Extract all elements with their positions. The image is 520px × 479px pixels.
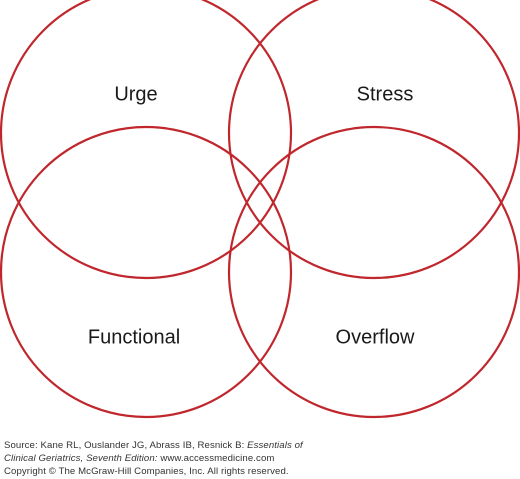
overflow-circle xyxy=(227,125,520,419)
citation-title-part-2: Clinical Geriatrics, Seventh Edition: xyxy=(4,453,161,464)
citation-line-2: Clinical Geriatrics, Seventh Edition: ww… xyxy=(4,452,516,465)
venn-diagram: Urge Stress Functional Overflow xyxy=(0,0,520,419)
stress-label: Stress xyxy=(357,83,414,105)
stress-circle xyxy=(227,0,520,280)
source-citation: Source: Kane RL, Ouslander JG, Abrass IB… xyxy=(4,439,516,478)
citation-line-1: Source: Kane RL, Ouslander JG, Abrass IB… xyxy=(4,439,516,452)
copyright-line: Copyright © The McGraw-Hill Companies, I… xyxy=(4,466,289,477)
citation-title-part-1: Essentials of xyxy=(247,440,303,451)
urge-circle xyxy=(0,0,293,280)
citation-authors: Source: Kane RL, Ouslander JG, Abrass IB… xyxy=(4,440,248,451)
overflow-label: Overflow xyxy=(336,326,415,348)
urge-label: Urge xyxy=(114,83,157,105)
citation-url: www.accessmedicine.com xyxy=(160,453,275,464)
functional-circle xyxy=(0,125,293,419)
functional-label: Functional xyxy=(88,326,180,348)
